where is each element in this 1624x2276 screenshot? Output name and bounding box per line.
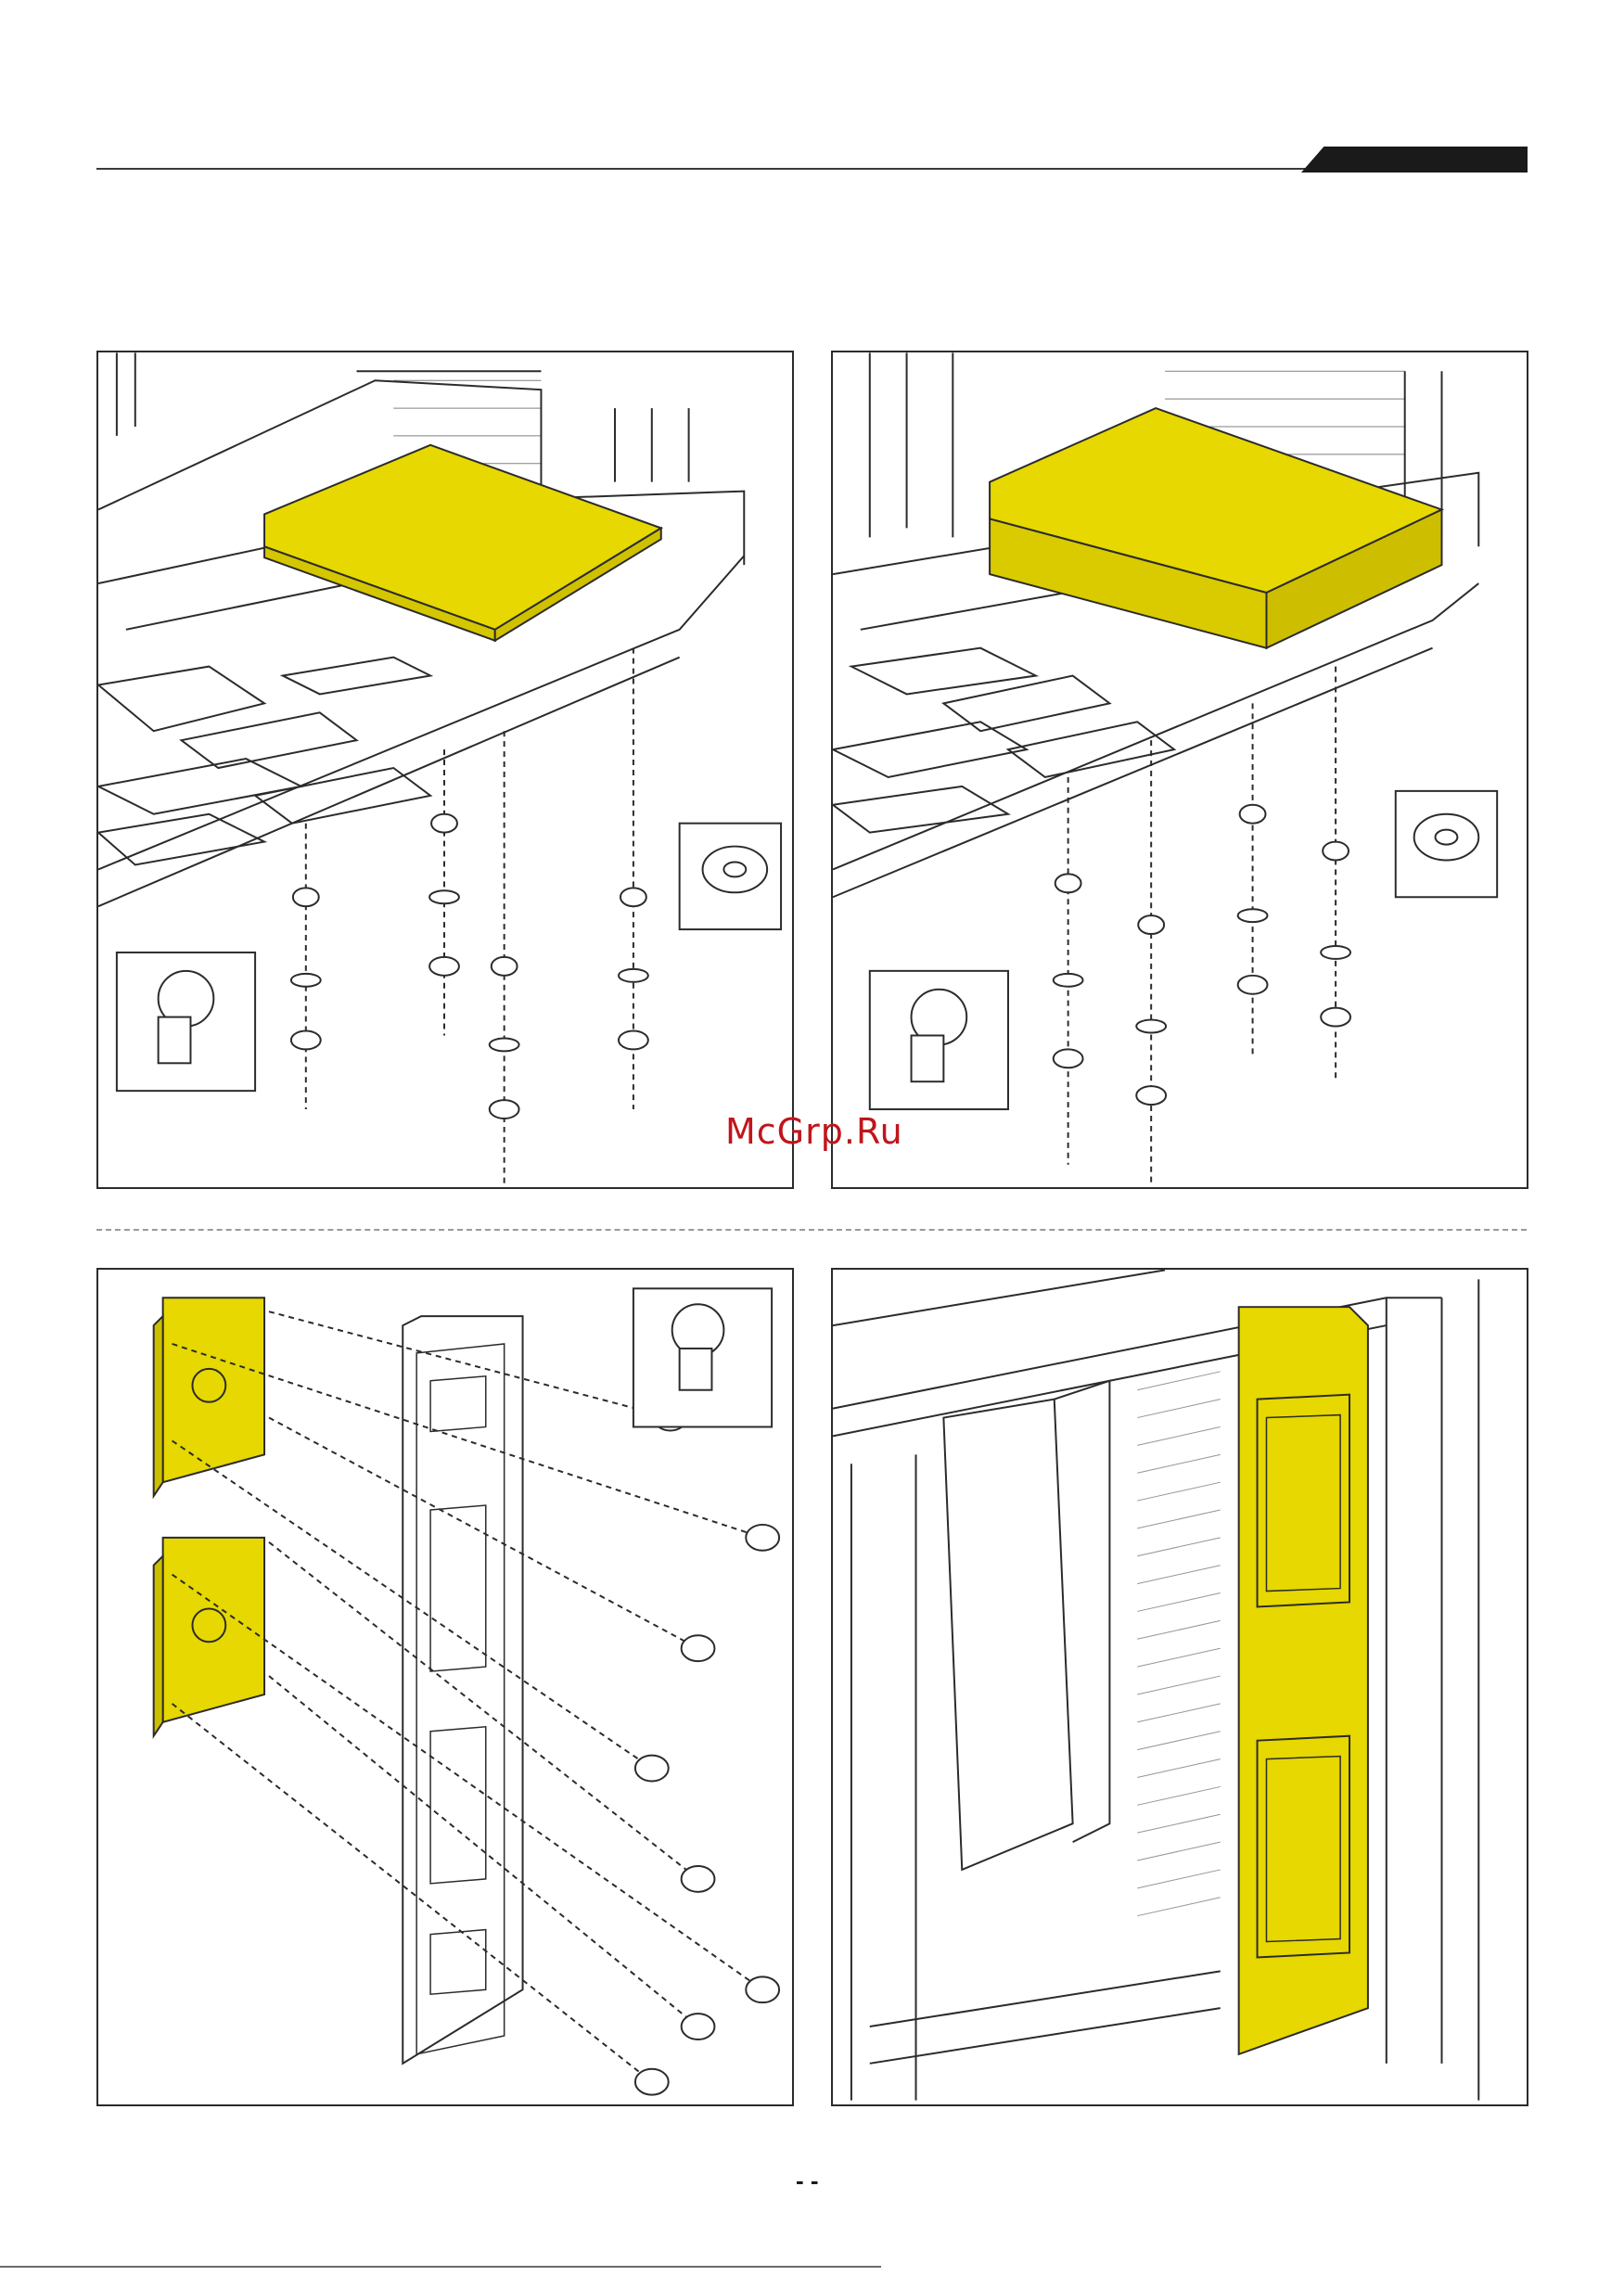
ssd-drive-lower bbox=[163, 1538, 264, 1722]
panel-ssd-bracket-installed bbox=[831, 1268, 1528, 2106]
hdd-drive-left bbox=[264, 445, 661, 630]
ssd-bracket-exploded-illustration bbox=[98, 1270, 792, 2104]
page-number: - - bbox=[796, 2167, 819, 2195]
screw-callout-ssd bbox=[633, 1288, 772, 1426]
hdd-install-right-illustration bbox=[833, 352, 1527, 1187]
panel-ssd-bracket-exploded bbox=[96, 1268, 794, 2106]
panel-hdd-install-right bbox=[831, 351, 1528, 1189]
hdd-install-left-illustration bbox=[98, 352, 792, 1187]
footer-rule bbox=[0, 2266, 881, 2268]
panel-hdd-install-left bbox=[96, 351, 794, 1189]
section-tab bbox=[1301, 147, 1528, 173]
grommet-callout-left bbox=[680, 824, 781, 929]
ssd-drive-upper bbox=[163, 1298, 264, 1482]
screw-callout-right bbox=[870, 971, 1008, 1109]
grommet-callout-right bbox=[1396, 791, 1497, 897]
screw-callout-left bbox=[117, 953, 255, 1091]
watermark: McGrp.Ru bbox=[725, 1111, 903, 1152]
section-divider bbox=[96, 1229, 1527, 1231]
ssd-bracket-installed-illustration bbox=[833, 1270, 1527, 2104]
